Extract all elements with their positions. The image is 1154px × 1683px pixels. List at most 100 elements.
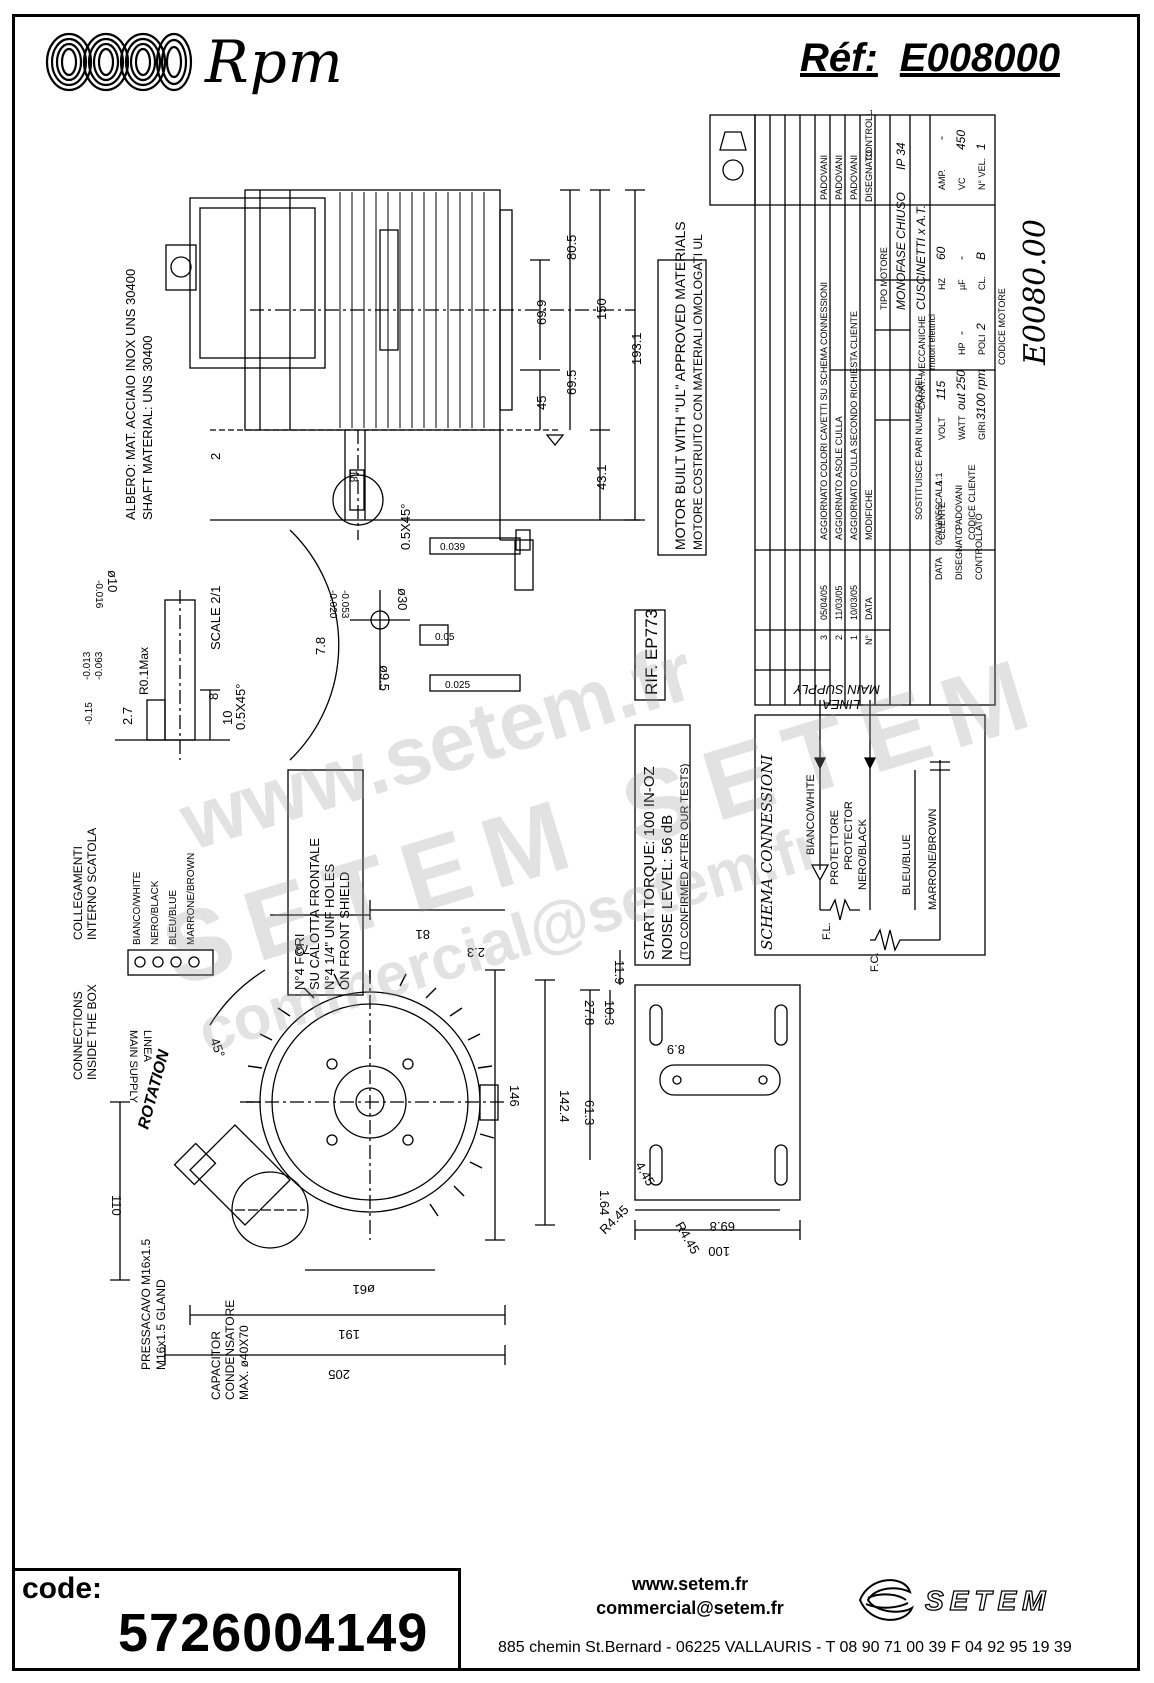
tb-codice-motore-val: E0080.00 [1018, 219, 1053, 366]
terminal-block [127, 949, 214, 976]
tb-mod-2: AGGIORNATO ASOLE CULLA [834, 416, 844, 540]
dim-69-9: 69.9 [534, 300, 549, 325]
tb-amp-val: - [934, 136, 948, 140]
gland-label-2: M16x1.5 GLAND [154, 1279, 168, 1370]
tb-vc: VC [957, 177, 967, 190]
capacitor-label-1: CAPACITOR [209, 1331, 223, 1400]
runout-value-2: 0.025 [445, 680, 470, 691]
dim-d30: ø30 [395, 588, 410, 610]
tb-watt: WATT [957, 415, 967, 440]
dim-chamfer: 0.5X45° [398, 504, 413, 550]
dim-chamfer-2: 0.5X45° [233, 684, 248, 730]
tb-watt-val: out 250 [954, 370, 968, 410]
tb-sostituisce: SOSTITUISCE PARI NUMERO DEL [914, 375, 924, 520]
company-address: 885 chemin St.Bernard - 06225 VALLAURIS … [498, 1639, 1072, 1656]
tb-codice-motore: CODICE MOTORE [997, 288, 1007, 365]
dim-27-8: 27.8 [582, 1000, 597, 1025]
tb-padovani-4: PADOVANI [954, 485, 964, 530]
setem-logo: SETEM [858, 1579, 1046, 1621]
tb-carat-val: CUSCINETTI x A.T. [914, 205, 928, 310]
email-link[interactable]: commercial@setem.fr [596, 1598, 784, 1618]
tb-tipo-motore: TIPO MOTORE [879, 247, 889, 310]
tb-mod-date-1: 10/03/05 [849, 585, 859, 620]
tb-codice-cliente: CODICE CLIENTE [967, 464, 977, 540]
tb-controllato-2: CONTROLLATO [974, 513, 984, 580]
tb-poli: POLI [977, 334, 987, 355]
tb-cliente: CLIENTE [937, 502, 947, 540]
tb-mod-3: AGGIORNATO COLORI CAVETTI SU SCHEMA CONN… [819, 282, 829, 540]
tb-uf: µF [957, 279, 967, 290]
key-detail [350, 537, 534, 692]
dim-8: 8 [206, 693, 221, 700]
shaft-material-en: SHAFT MATERIAL: UNS 30400 [140, 336, 155, 520]
ref-label: Réf: [800, 36, 878, 80]
ul-note-en: MOTOR BUILT WITH "UL" APPROVED MATERIALS [672, 221, 688, 550]
wire-label-2: NERO/BLACK [150, 880, 161, 945]
tb-hz: HZ [937, 278, 947, 290]
reference-number: Réf:E008000 [800, 36, 1060, 81]
cradle-plate-view [580, 950, 801, 1240]
torque-box [634, 724, 691, 966]
dim-2-3: 2.3 [467, 945, 485, 960]
tb-scala: SCALA [934, 480, 944, 510]
tb-data: DATA [934, 557, 944, 580]
wire-label-1: BIANCO/WHITE [132, 871, 143, 945]
main-supply-small-2: LINEA [141, 1030, 153, 1062]
contact-block: www.setem.fr commercial@setem.fr [560, 1572, 820, 1620]
connections-it-2: INTERNO SCATOLA [85, 828, 99, 940]
tb-nvel-val: 1 [974, 143, 988, 150]
dim-10: 10 [220, 711, 235, 725]
schema-linea: LINEA [822, 697, 860, 712]
dim-10-3: 10.3 [602, 1000, 617, 1025]
tb-vc-val: 450 [954, 130, 968, 150]
schema-wire-2: PROTETTORE [829, 810, 841, 885]
dim-18: 18 [347, 470, 359, 482]
ul-note-box [657, 259, 707, 556]
dim-69-8: 69.8 [710, 1219, 735, 1234]
tb-padovani-1: PADOVANI [849, 155, 859, 200]
tb-mod-date-3: 05/04/05 [819, 585, 829, 620]
tb-giri-val: 3100 rpm [974, 369, 988, 420]
shaft-detail [115, 529, 340, 761]
dim-4-45: 4.45 [632, 1159, 658, 1188]
tb-padovani-2: PADOVANI [834, 155, 844, 200]
tb-cl: CL. [977, 276, 987, 290]
tb-mod-1: AGGIORNATO CULLA SECONDO RICHIESTA CLIEN… [849, 311, 859, 540]
tb-hz-val: 60 [934, 246, 948, 260]
tb-mod-date-2: 11/03/05 [834, 586, 844, 620]
dim-8-9: 8.9 [667, 1042, 685, 1057]
ul-note-it: MOTORE COSTRUITO CON MATERIALI OMOLOGATI… [691, 234, 705, 550]
tb-mod-nr-2: 2 [834, 635, 844, 640]
capacitor-label-2: CONDENSATORE [223, 1300, 237, 1400]
schema-fc: F.C. [869, 952, 881, 972]
rpm-coil-logo [45, 32, 193, 92]
tb-logo-sub: motori elettrici [927, 314, 937, 370]
start-torque: START TORQUE: 100 IN-OZ [641, 766, 658, 960]
connections-it-1: COLLEGAMENTI [71, 846, 85, 940]
rif-box [634, 609, 666, 701]
holes-en-2: ON FRONT SHIELD [337, 872, 352, 990]
tb-volt: VOLT [937, 417, 947, 440]
tb-carat: CARAT. MECCANICHE [917, 316, 927, 410]
code-label: code: [22, 1572, 103, 1605]
tb-padovani-3: PADOVANI [819, 155, 829, 200]
tol-016: -0.016 [93, 580, 104, 609]
rif-label: RIF. EP773 [642, 609, 661, 695]
tb-ip: IP 34 [894, 142, 908, 170]
tb-disegnato: DISEGNATO [864, 150, 874, 202]
tb-hp: HP [957, 342, 967, 355]
dim-45deg: 45° [207, 1036, 228, 1060]
schema-wire-3: PROTECTOR [843, 801, 855, 870]
schema-main-supply: MAIN SUPPLY [792, 682, 880, 697]
drawing-frame [12, 14, 1140, 1671]
tb-amp: AMP. [937, 169, 947, 190]
website-link[interactable]: www.setem.fr [631, 1574, 749, 1594]
schema-title: SCHEMA CONNESSIONI [758, 754, 776, 950]
holes-note-box [287, 769, 364, 996]
tb-scala-val: 1:1 [934, 472, 944, 485]
dim-r0-1: R0.1Max [137, 647, 151, 695]
title-block [709, 114, 996, 706]
dim-11-9: 11.9 [612, 960, 627, 984]
connection-schema [754, 700, 986, 956]
motor-side-view [165, 189, 645, 551]
